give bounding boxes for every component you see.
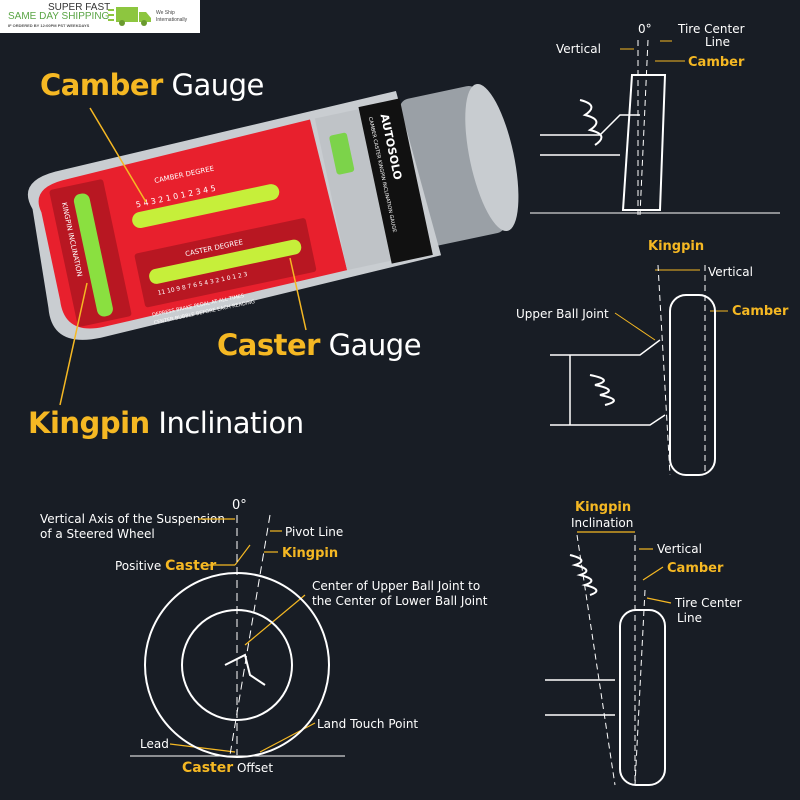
zero-degree-label: 0° — [232, 498, 247, 513]
tire-center-label: Tire Center — [674, 596, 742, 610]
delivery-truck-icon — [108, 7, 151, 26]
vertical-label: Vertical — [708, 265, 753, 279]
camber-label: Camber — [688, 55, 745, 70]
vertical-label: Vertical — [657, 542, 702, 556]
kingpin-label: Kingpin — [575, 500, 631, 515]
caster-offset-label: Caster Offset — [182, 760, 273, 776]
vertical-label: Vertical — [556, 42, 601, 56]
kingpin-label: Kingpin — [282, 546, 338, 561]
tire-center-label: Tire Center — [677, 22, 745, 36]
camber-diagram: 0° Vertical Tire Center Line Camber — [530, 22, 780, 216]
ball-joint-center-label: Center of Upper Ball Joint to — [312, 579, 480, 593]
tire-center-line-label: Line — [677, 611, 702, 625]
shipping-banner: SUPER FAST SAME DAY SHIPPING IF ORDERED … — [0, 0, 200, 33]
banner-line1: SUPER FAST — [48, 2, 111, 13]
banner-line3: IF ORDERED BY 12:00PM PST WEEKDAYS — [8, 23, 90, 28]
kingpin-inclination-title: Kingpin Inclination — [28, 406, 304, 440]
positive-caster-label: Positive Caster — [115, 558, 216, 574]
lead-label: Lead — [140, 737, 169, 751]
caster-gauge-title: Caster Gauge — [217, 328, 422, 362]
caster-vial — [149, 239, 302, 284]
ball-joint-center-label-2: the Center of Lower Ball Joint — [312, 594, 488, 608]
kingpin-inclination-diagram: Kingpin Inclination Vertical Camber Tire… — [545, 500, 742, 786]
camber-gauge-title: Camber Gauge — [40, 68, 264, 102]
camber-label: Camber — [667, 561, 724, 576]
banner-line2: SAME DAY SHIPPING — [8, 11, 110, 22]
kingpin-label: Kingpin — [648, 239, 704, 254]
pivot-line-label: Pivot Line — [285, 525, 343, 539]
inclination-label: Inclination — [571, 516, 633, 530]
tire-center-line-label: Line — [705, 35, 730, 49]
vertical-axis-label-2: of a Steered Wheel — [40, 527, 155, 541]
camber-vial — [132, 184, 280, 228]
caster-diagram: 0° Vertical Axis of the Suspension of a … — [40, 498, 488, 776]
upper-ball-joint-label: Upper Ball Joint — [516, 307, 609, 321]
land-touch-point-label: Land Touch Point — [317, 717, 418, 731]
camber-label: Camber — [732, 304, 789, 319]
banner-ship-text: We Ship Internationally — [156, 10, 188, 23]
vertical-axis-label: Vertical Axis of the Suspension — [40, 512, 225, 526]
zero-degree-label: 0° — [638, 22, 652, 36]
kingpin-diagram: Kingpin Vertical Upper Ball Joint Camber — [516, 239, 789, 476]
